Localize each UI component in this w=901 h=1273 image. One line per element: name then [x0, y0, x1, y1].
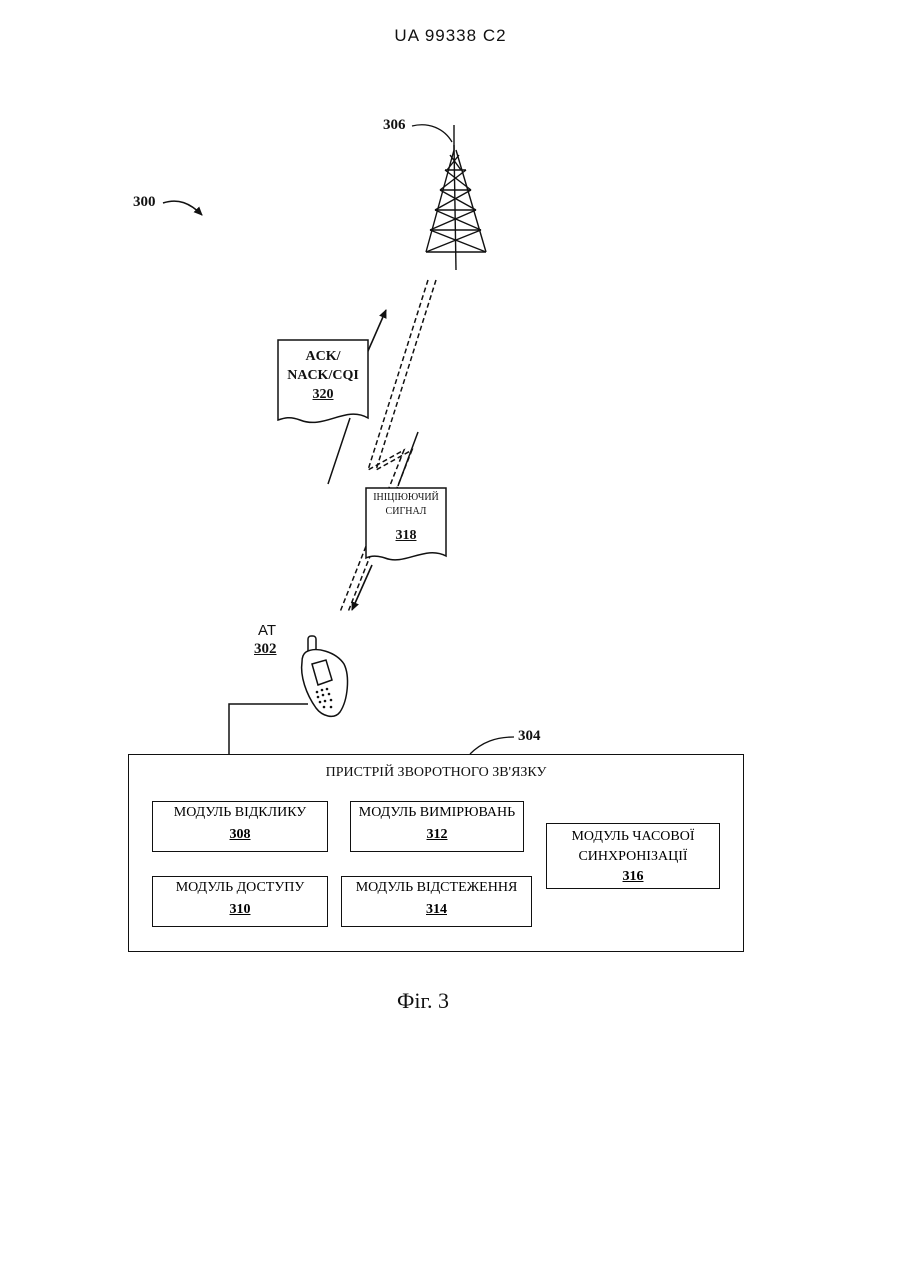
downlink-arrow: [352, 565, 372, 610]
ref-304-leader: [470, 737, 514, 754]
terminal-to-feedback-connector: [229, 704, 308, 754]
ack-line1: ACK/: [278, 347, 368, 366]
feedback-device-title: ПРИСТРІЙ ЗВОРОТНОГО ЗВ'ЯЗКУ: [128, 762, 744, 784]
module-312-number: 312: [351, 824, 523, 846]
ack-message-text: ACK/ NACK/CQI 320: [278, 347, 368, 404]
module-310-number: 310: [153, 899, 327, 921]
ref-304: 304: [518, 728, 541, 745]
ref-306-leader: [412, 125, 452, 142]
base-station-tower-icon: [426, 125, 486, 270]
module-308: МОДУЛЬ ВІДКЛИКУ 308: [152, 801, 328, 852]
module-314-label: МОДУЛЬ ВІДСТЕЖЕННЯ: [342, 877, 531, 899]
ack-number: 320: [278, 385, 368, 404]
wireless-link-lightning: [340, 280, 436, 612]
module-310: МОДУЛЬ ДОСТУПУ 310: [152, 876, 328, 927]
module-312-label: МОДУЛЬ ВИМІРЮВАНЬ: [351, 802, 523, 824]
module-310-label: МОДУЛЬ ДОСТУПУ: [153, 877, 327, 899]
module-316-number: 316: [547, 867, 719, 887]
access-terminal-phone-icon: [302, 636, 348, 716]
module-308-label: МОДУЛЬ ВІДКЛИКУ: [153, 802, 327, 824]
module-314-number: 314: [342, 899, 531, 921]
module-314: МОДУЛЬ ВІДСТЕЖЕННЯ 314: [341, 876, 532, 927]
module-316-label-line2: СИНХРОНІЗАЦІЇ: [547, 847, 719, 867]
figure-caption: Фіг. 3: [0, 988, 846, 1014]
module-316: МОДУЛЬ ЧАСОВОЇ СИНХРОНІЗАЦІЇ 316: [546, 823, 720, 889]
ref-300-leader: [163, 201, 202, 215]
terminal-label: АТ: [258, 622, 276, 639]
module-308-number: 308: [153, 824, 327, 846]
init-number: 318: [366, 529, 446, 543]
module-316-label-line1: МОДУЛЬ ЧАСОВОЇ: [547, 827, 719, 847]
ref-306: 306: [383, 117, 406, 134]
module-312: МОДУЛЬ ВИМІРЮВАНЬ 312: [350, 801, 524, 852]
ref-302: 302: [254, 641, 277, 658]
init-line1: ІНІЦІЮЮЧИЙ: [366, 491, 446, 505]
init-signal-text: ІНІЦІЮЮЧИЙ СИГНАЛ 318: [366, 491, 446, 543]
init-line2: СИГНАЛ: [366, 505, 446, 519]
ack-line2: NACK/CQI: [278, 366, 368, 385]
ref-300: 300: [133, 194, 156, 211]
